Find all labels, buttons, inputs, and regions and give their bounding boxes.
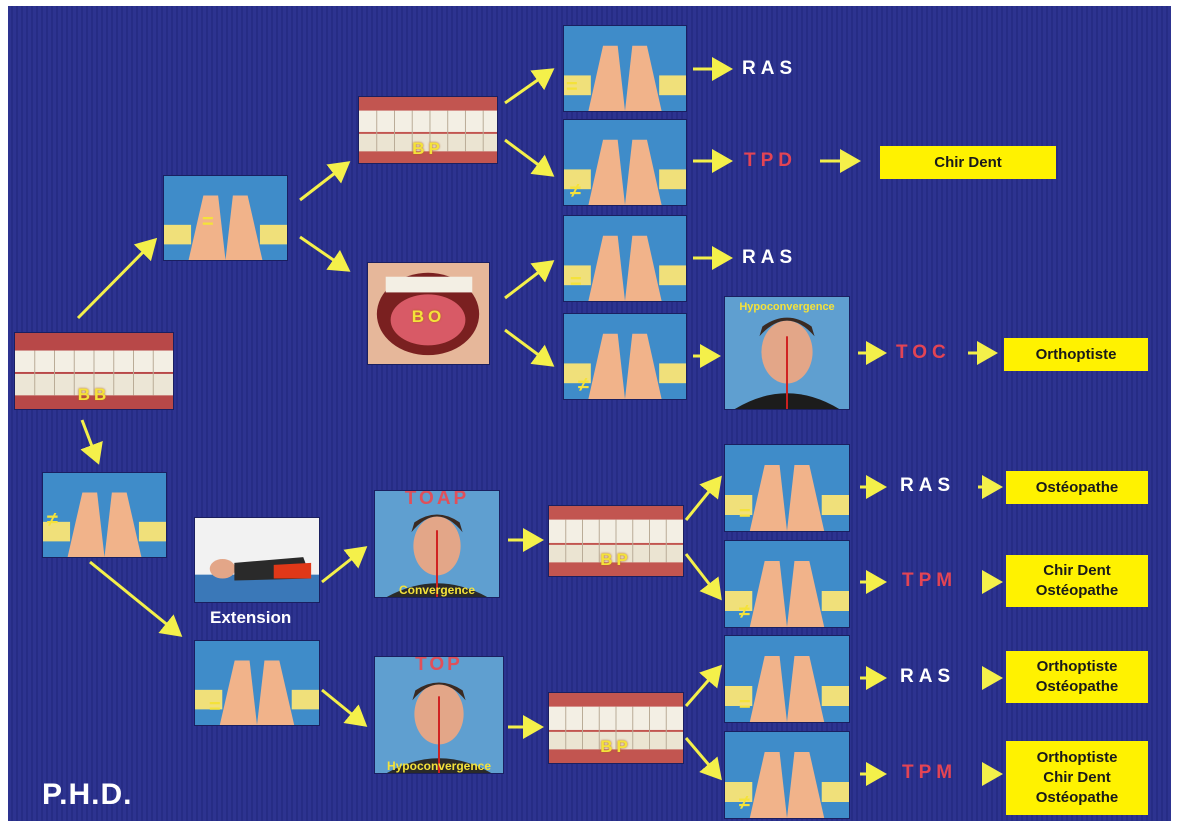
box-line: Ostéopathe [1036,677,1119,697]
result-ras: RAS [900,475,955,497]
hands-photo-not-equal: ≠ [42,472,167,558]
equal-symbol: = [570,271,582,294]
face-photo-hypoconvergence: Hypoconvergence [724,296,850,410]
hands-photo-not-equal: ≠ [724,540,850,628]
result-tpm: TPM [902,570,957,592]
result-toc: TOC [896,342,951,364]
teeth-photo-start: BB [14,332,174,410]
box-line: Orthoptiste [1036,345,1117,365]
result-tpd: TPD [744,150,797,172]
arrow [300,237,348,270]
result-ras: RAS [742,58,797,80]
arrow [322,690,365,725]
extension-label: Extension [210,608,291,628]
face-caption: Hypoconvergence [375,759,503,773]
arrow [90,562,180,635]
face-tag: TOP [375,656,503,676]
equal-symbol: = [739,503,751,526]
hands-photo-equal: = [563,215,687,302]
face-tag: TOAP [375,490,499,510]
teeth-code: BP [549,550,683,570]
arrow [686,738,720,778]
teeth-photo-bp: BP [548,692,684,764]
result-ras: RAS [742,247,797,269]
not-equal-symbol: ≠ [47,509,58,532]
not-equal-symbol: ≠ [739,601,750,624]
box-line: Ostéopathe [1036,788,1119,808]
arrow [686,667,720,706]
destination-box: Chir Dent [880,146,1056,179]
hands-photo-equal: = [194,640,320,726]
equal-symbol: = [566,76,578,99]
arrow [505,140,552,175]
hands-photo-equal: = [163,175,288,261]
arrow [78,240,155,318]
arrow [686,554,720,598]
arrow [300,163,348,200]
destination-box: Orthoptiste Ostéopathe [1006,651,1148,703]
box-line: Ostéopathe [1036,581,1119,601]
teeth-code: BB [15,385,173,405]
destination-box: Orthoptiste Chir Dent Ostéopathe [1006,741,1148,815]
teeth-photo-bp: BP [358,96,498,164]
result-tpm: TPM [902,762,957,784]
box-line: Orthoptiste [1037,748,1118,768]
face-photo-toap: TOAP Convergence [374,490,500,598]
teeth-photo-bp: BP [548,505,684,577]
page-title: P.H.D. [42,778,132,812]
box-line: Ostéopathe [1036,478,1119,498]
destination-box: Ostéopathe [1006,471,1148,504]
result-ras: RAS [900,666,955,688]
equal-symbol: = [739,694,751,717]
not-equal-symbol: ≠ [739,792,750,815]
not-equal-symbol: ≠ [570,180,581,203]
arrow [322,548,365,582]
box-line: Chir Dent [1043,561,1111,581]
teeth-code: BP [359,139,497,159]
arrow [505,70,552,103]
arrow [505,330,552,365]
hands-photo-not-equal: ≠ [563,313,687,400]
arrow [686,478,720,520]
hands-photo-equal: = [563,25,687,112]
destination-box: Orthoptiste [1004,338,1148,371]
arrow [82,420,98,462]
teeth-code: BP [549,737,683,757]
hands-photo-not-equal: ≠ [724,731,850,819]
face-caption: Convergence [375,583,499,597]
box-line: Chir Dent [1043,768,1111,788]
arrow [505,262,552,298]
hands-photo-equal: = [724,635,850,723]
destination-box: Chir Dent Ostéopathe [1006,555,1148,607]
teeth-code: BO [368,307,489,327]
teeth-photo-bo: BO [367,262,490,365]
equal-symbol: = [209,696,221,719]
hands-photo-equal: = [724,444,850,532]
not-equal-symbol: ≠ [578,374,589,397]
extension-photo [194,517,320,603]
face-caption: Hypoconvergence [725,301,849,313]
hands-photo-not-equal: ≠ [563,119,687,206]
equal-symbol: = [202,211,214,234]
box-line: Chir Dent [934,153,1002,173]
face-photo-top: TOP Hypoconvergence [374,656,504,774]
box-line: Orthoptiste [1037,657,1118,677]
